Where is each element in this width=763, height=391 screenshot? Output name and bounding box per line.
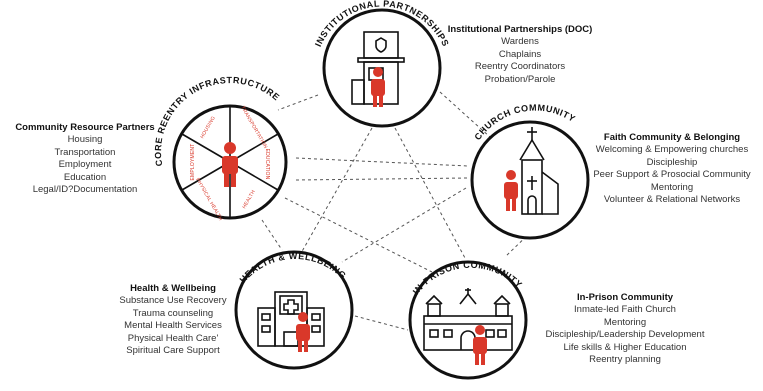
prison-details: In-Prison Community Inmate-led Faith Chu… — [530, 292, 720, 366]
core-item: Transportation — [54, 146, 116, 158]
person-icon — [296, 312, 310, 352]
church-icon — [519, 127, 559, 215]
prison-ring — [408, 260, 528, 380]
church-heading: Faith Community & Belonging — [603, 132, 741, 143]
prison-heading: In-Prison Community — [576, 292, 674, 303]
person-icon — [473, 325, 487, 365]
health-item: Substance Use Recovery — [119, 295, 227, 307]
institutional-details: Institutional Partnerships (DOC) Wardens… — [440, 24, 600, 86]
prison-item: Mentoring — [603, 316, 647, 328]
connector-core-health — [261, 219, 283, 251]
connector-institutional-prison — [394, 127, 466, 259]
person-icon — [371, 67, 385, 107]
health-item: Mental Health Services — [124, 320, 222, 332]
church-item: Peer Support & Prosocial Community — [593, 169, 751, 181]
prison-building-icon — [423, 288, 513, 351]
hospital-icon — [257, 291, 325, 347]
core-heading: Community Resource Partners — [15, 122, 155, 133]
core-segment-education: EDUCATION — [264, 149, 270, 180]
person-icon — [222, 142, 238, 187]
institutional-item: Chaplains — [498, 48, 542, 60]
institutional-item: Reentry Coordinators — [474, 61, 566, 73]
prison-item: Discipleship/Leadership Development — [545, 329, 705, 341]
node-health-wellbeing: HEALTH & WELLBEING — [234, 250, 354, 370]
connector-lines — [261, 91, 536, 331]
health-heading: Health & Wellbeing — [130, 283, 216, 294]
core-details: Community Resource Partners Housing Tran… — [10, 122, 160, 196]
node-core-reentry: CORE REENTRY INFRASTRUCTURE HOUSING TRAN… — [153, 75, 288, 222]
prison-item: Life skills & Higher Education — [563, 341, 687, 353]
connector-church-health — [341, 187, 467, 263]
connector-institutional-church — [439, 91, 491, 138]
church-ring — [470, 120, 590, 240]
core-item: Housing — [67, 134, 103, 146]
node-in-prison-community: IN-PRISON COMMUNITY — [408, 260, 528, 380]
health-item: Spiritual Care Support — [126, 345, 220, 357]
church-item: Welcoming & Empowering churches — [595, 144, 749, 156]
core-item: Employment — [58, 159, 112, 171]
node-church-community: CHURCH COMMUNITY — [470, 103, 590, 240]
institutional-heading: Institutional Partnerships (DOC) — [447, 24, 593, 35]
connector-core-church-a — [295, 157, 469, 167]
church-item: Discipleship — [646, 156, 698, 168]
prison-item: Inmate-led Faith Church — [574, 304, 676, 316]
institutional-item: Probation/Parole — [484, 73, 556, 85]
connector-health-prison — [354, 315, 409, 331]
church-details: Faith Community & Belonging Welcoming & … — [582, 132, 762, 206]
core-item: Legal/ID?Documentation — [32, 184, 138, 196]
core-item: Education — [63, 171, 107, 183]
connector-institutional-health — [299, 127, 373, 256]
person-icon — [504, 170, 518, 211]
health-details: Health & Wellbeing Substance Use Recover… — [98, 283, 248, 357]
core-segment-employment: EMPLOYMENT — [190, 143, 196, 180]
health-item: Trauma counseling — [132, 307, 214, 319]
connector-core-church-b — [295, 177, 469, 181]
health-item: Physical Health Care' — [127, 332, 219, 344]
church-item: Volunteer & Relational Networks — [603, 194, 741, 206]
church-item: Mentoring — [650, 181, 694, 193]
connector-institutional-core — [277, 94, 319, 111]
node-institutional-partnerships: INSTITUTIONAL PARTNERSHIPS — [313, 0, 450, 128]
institutional-item: Wardens — [501, 36, 539, 48]
prison-item: Reentry planning — [589, 354, 661, 366]
